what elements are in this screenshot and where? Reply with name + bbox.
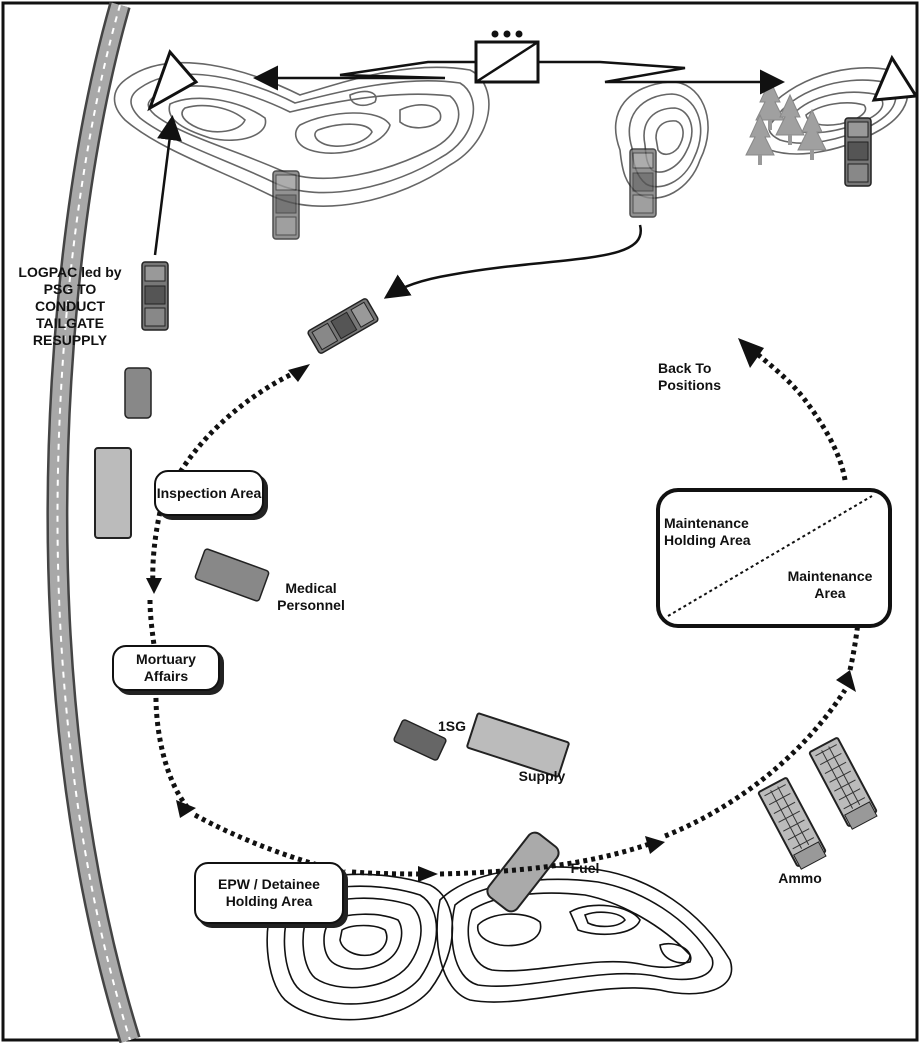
supply-label: Supply <box>518 768 566 784</box>
maintenance-holding-label: Maintenance Holding Area <box>664 515 751 548</box>
supply-unit-icon <box>474 30 540 84</box>
mortuary-affairs-box: Mortuary Affairs <box>112 645 220 691</box>
road <box>46 1 141 1044</box>
circuit-chevrons <box>146 338 856 882</box>
ammo-label: Ammo <box>778 870 822 886</box>
observation-post-west-icon <box>147 49 199 112</box>
inspection-area-box: Inspection Area <box>154 470 264 516</box>
communication-lines <box>253 60 785 95</box>
back-to-positions-label: Back To Positions <box>658 360 722 393</box>
medical-personnel-label: Medical Personnel <box>277 580 345 613</box>
terrain-contours-north <box>113 61 490 207</box>
observation-post-east-icon <box>871 54 919 102</box>
logpac-route-arrow <box>153 115 182 256</box>
maintenance-area-label: Maintenance Area <box>787 568 873 601</box>
fuel-label: Fuel <box>570 860 600 876</box>
logpac-label: LOGPAC led by PSG TO CONDUCT TAILGATE RE… <box>18 264 122 348</box>
terrain-contours-south <box>266 866 733 1021</box>
vehicles <box>94 117 880 913</box>
maintenance-area-box <box>656 488 892 628</box>
return-route-arrow <box>383 224 642 299</box>
epw-holding-box: EPW / Detainee Holding Area <box>194 862 344 924</box>
first-sergeant-label: 1SG <box>437 718 466 734</box>
